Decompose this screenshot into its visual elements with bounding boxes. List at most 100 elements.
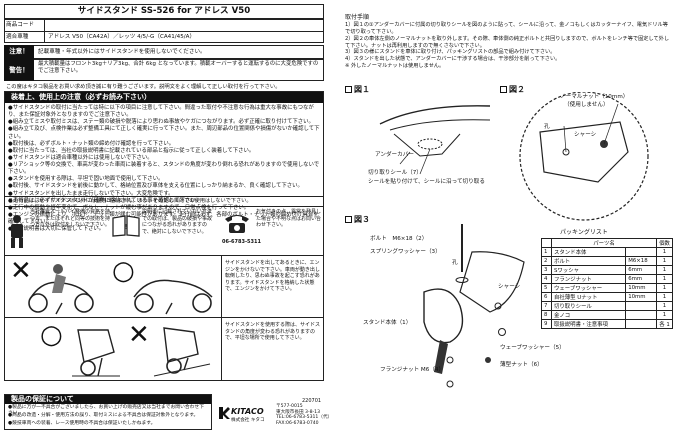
- flat-ground-illustration: [72, 329, 120, 377]
- fig3-callout-thin-nut: 薄型ナット（6）: [500, 362, 543, 368]
- title-box: [4, 4, 324, 19]
- slope-ground-illustration: [153, 327, 211, 377]
- figure-3-label: 図３: [345, 214, 370, 225]
- packing-list-title: パッキングリスト: [560, 229, 608, 236]
- safety-item: ●サイドスタンドの取付に当たっては特に以下の項目に注意して下さい。間違った取付や…: [8, 105, 314, 119]
- icon-note-text: 当社推奨オートバイ整備の資格を持つ方、またはそれと同等の技術を持つ方以外は取付を…: [30, 209, 111, 229]
- company-postal: 〒577-0015: [276, 404, 303, 409]
- fig2-callout-hole: 孔: [544, 124, 550, 130]
- company-fax: FAX:06-6783-0740: [276, 421, 319, 427]
- procedure-step: 2）図２の車体左側のノーマルナットを取り外します。その際、車体側の純正ボルトと共…: [345, 35, 670, 49]
- procedure-step: 1）図１の①アンダーカバーに付属の切り取りシールを図のように貼って、シールに沿っ…: [345, 22, 668, 35]
- caution-label: 注意！: [4, 45, 34, 59]
- safety-item: ●走行前には必ずサイドスタンドが確実に格納されている事を確認して下さい。: [8, 197, 202, 204]
- doc-number: 220701: [302, 398, 322, 404]
- procedure-step: 4）スタンドを出した状態で、アンダーカバーに干渉する場合は、干渉部分を削って下さ…: [345, 56, 561, 63]
- warning-text: 最大積載量はフロント3kg＋リア3kg、合計 6kg となっています。積載オーバ…: [38, 61, 319, 75]
- procedure-step: ※ 外したノーマルナットは使用しません。: [345, 63, 445, 70]
- figure-1-label: 図１: [345, 84, 370, 95]
- fig1-callout-instruction: シールを貼り付けて、シールに沿って切り取る: [368, 179, 485, 185]
- phone-number: 06-6783-5311: [222, 239, 261, 245]
- company-logo-text: KITACO: [231, 407, 264, 416]
- procedure-step: 3）図３の様にスタンドを車体に取り付け、パッキングリストの部品で組み付けて下さい…: [345, 49, 556, 56]
- svg-text:!: !: [125, 223, 128, 231]
- icon-note-text: お気付きの点、異常を発見した場合や不明な点はお問い合わせ下さい。: [256, 209, 322, 229]
- scooter-correct-illustration: [133, 279, 213, 315]
- kitaco-logo-mark: [219, 407, 230, 419]
- safety-item: ●走行中の振動や経年変化で、ボルト・ナットが緩む事がありますので、日常点検を行っ…: [8, 204, 250, 211]
- fig2-callout-chassis: シャーシ: [574, 132, 597, 138]
- intro-note: この度はキタコ製品をお買い求め頂き誠に有り難うございます。説明文をよく理解して正…: [6, 84, 281, 90]
- safety-item: ●スタンドを使用する際は、平坦で固い地面で使用して下さい。: [8, 176, 164, 183]
- usage-note-1: サイドスタンドを出してあるときに、エンジンをかけないで下さい。車両が動き出し転倒…: [225, 260, 320, 293]
- icon-note-1: 当社推奨オートバイ整備の資格を持つ方、またはそれと同等の技術を持つ方以外は取付を…: [6, 209, 110, 257]
- fig1-callout-sticker: 切り取りシール（7）: [368, 170, 422, 176]
- fig3-callout-wave-washer: ウェーブワッシャー（5）: [500, 345, 565, 351]
- safety-item: ●組み立て及び、点検作業は必ず整備工具にて正しく確実に行って下さい。また、周辺部…: [8, 126, 320, 140]
- header-value-model: アドレス V50（CA42A）／レッツ 4/5/-G（CA41/45/A）: [48, 33, 196, 40]
- figure-3-drawing: [423, 224, 525, 388]
- warranty-line: ●商品の改造・分解・使用方法の誤り、取付ミスによる不具合は保証対象外となります。: [8, 413, 199, 418]
- page-title: サイドスタンド SS-526 for アドレス V50: [77, 6, 251, 16]
- warranty-line: ●製品に万が一不具合がございましたら、お買い上げの販売店又は当社までお問い合わせ…: [8, 405, 205, 417]
- o-mark: ○: [112, 256, 135, 286]
- safety-section: [4, 91, 324, 381]
- scooter-engine-start-illustration: [28, 264, 94, 315]
- fig3-callout-chassis: シャーシ: [498, 284, 521, 290]
- warning-label: 警告！: [4, 59, 34, 81]
- figure-1-drawing: [379, 105, 491, 175]
- fig2-callout-unused: （使用しません）: [564, 102, 609, 108]
- notice-line: この商品は、サイドスタンド以外には使用出来ません。また、その他の目的での使用はし…: [8, 198, 252, 204]
- header-label-code: 商品コード: [6, 21, 34, 28]
- safety-item: ●取付に当たっては、当社の取扱説明書に記載されている部品と指示に従って正しく装着…: [8, 147, 255, 154]
- safety-item: ●組み立てミスや取付ミスは、ステー類の破損や脱落により思わぬ事故やケガにつながり…: [8, 119, 314, 126]
- procedure-steps: 1）図１の①アンダーカバーに付属の切り取りシールを図のように貼って、シールに沿っ…: [345, 22, 673, 70]
- telephone-icon: [225, 215, 249, 233]
- fig1-callout-undercover: アンダーカバー: [375, 152, 414, 158]
- safety-list: ●サイドスタンドの取付に当たっては特に以下の項目に注意して下さい。間違った取付や…: [8, 105, 320, 233]
- icon-note-text: 説明書に記載されていない方法での取付は、製品の破損や事故につながる恐れがあります…: [142, 209, 213, 235]
- fig3-callout-bolt: ボルト M6×18（2）: [370, 236, 428, 242]
- safety-item: ●サイドスタンドは適合車種以外には使用しないで下さい。: [8, 154, 153, 161]
- fig2-callout-nut: ノーマルナット（10mm）: [560, 94, 629, 100]
- company-tel: TEL:06-6783-5311（代）: [276, 415, 333, 421]
- fig3-callout-stand-body: スタンド本体（1）: [363, 320, 412, 326]
- warranty-heading: 製品の保証について: [5, 395, 211, 404]
- fig3-callout-flange-nut: フランジナット M6（4）: [380, 367, 445, 373]
- table-header-row: パーツ名 個数: [541, 238, 673, 248]
- safety-item: ●リアショック等の交換で、車高が変わった車両に装着すると、スタンドの角度が変わり…: [8, 162, 320, 176]
- company-name: 株式会社 キタコ: [231, 418, 265, 423]
- safety-item: ●取付後は、必ずボルト・ナット類の締め付け確認を行って下さい。: [8, 140, 175, 147]
- book-icon: !: [112, 215, 140, 237]
- x-mark: ✕: [128, 320, 150, 350]
- procedure-heading: 取付手順: [345, 14, 370, 21]
- fig3-callout-hole: 孔: [452, 260, 458, 266]
- safety-item: ●エンジンの振動により、ボルト、ナット類が緩む可能性があります。走行前は必ず、各…: [8, 211, 319, 225]
- safety-item: ●取付説明書は大切に保管して下さい。: [8, 226, 105, 233]
- company-address-block: 〒577-0015 東大阪市長田 3-8-13 TEL:06-6783-5311…: [276, 404, 336, 427]
- safety-heading: 装着上、使用上の注意（必ずお読み下さい）: [5, 92, 323, 103]
- warranty-box: [4, 394, 212, 430]
- company-address: 東大阪市長田 3-8-13: [276, 409, 321, 415]
- header-label-model: 適合車種: [6, 33, 29, 40]
- x-mark: ✕: [10, 256, 32, 286]
- caution-text: 記載車種・年式以外にはサイドスタンドを使用しないでください。: [38, 49, 206, 55]
- warranty-line: ●競技車両への装着、レース使用時の不具合は保証いたしかねます。: [8, 421, 156, 426]
- figure-2-drawing: [519, 92, 649, 221]
- kitaco-logo: KITACO 株式会社 キタコ: [218, 404, 270, 428]
- o-mark: ○: [40, 320, 63, 350]
- icon-note-3: 06-6783-5311 お気付きの点、異常を発見した場合や不明な点はお問い合わ…: [220, 209, 322, 257]
- mechanic-icon: [11, 215, 23, 248]
- usage-note-2: サイドスタンドを使用する際は、サイドスタンドの角度が変わる恐れがありますので、平…: [225, 322, 321, 342]
- icon-note-2: ! 説明書に記載されていない方法での取付は、製品の破損や事故につながる恐れがあり…: [112, 209, 216, 257]
